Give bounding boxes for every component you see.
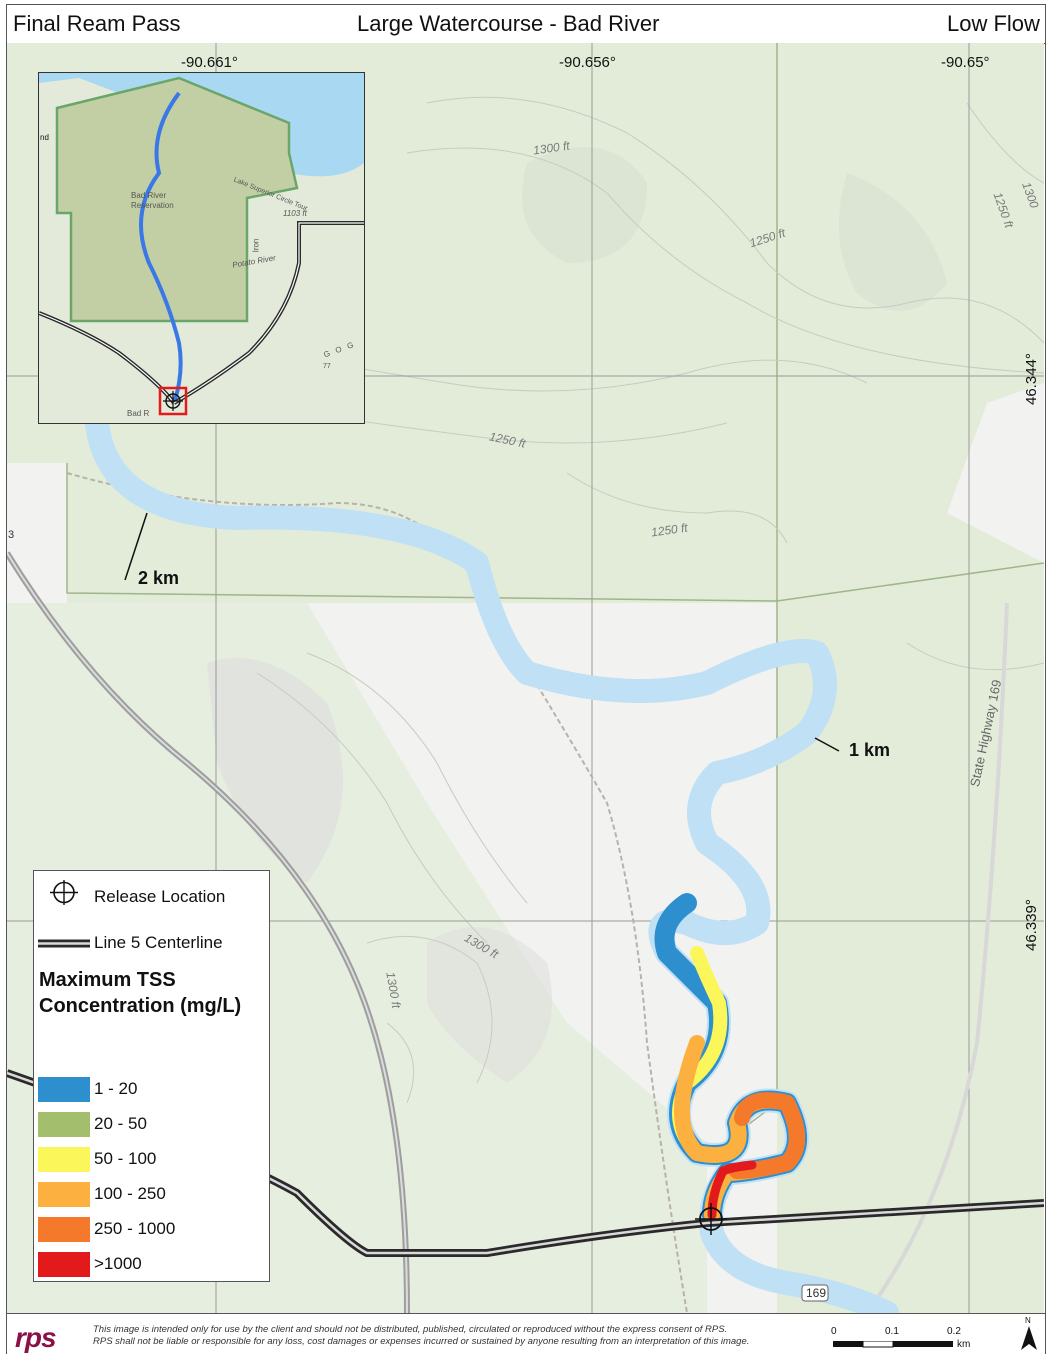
scale-tick-label: 0.2 — [947, 1326, 961, 1337]
scale-tick-label: 0 — [831, 1326, 837, 1337]
bad-river-reservation — [55, 76, 299, 323]
tss-plume-extreme — [707, 1160, 757, 1220]
inset-release-box — [158, 386, 188, 416]
reservation-boundary — [776, 562, 1044, 602]
north-label: N — [1025, 1316, 1031, 1325]
scale-bar: 0 0.1 0.2 km — [829, 1320, 989, 1350]
map-frame: Final Ream Pass Large Watercourse - Bad … — [6, 4, 1046, 1354]
hillshade — [207, 658, 343, 883]
longitude-label: -90.656° — [559, 54, 616, 71]
inset-line5 — [173, 222, 364, 404]
legend-class-label: 100 - 250 — [94, 1184, 166, 1203]
pass-title: Final Ream Pass — [13, 11, 181, 36]
distance-tick-1km — [814, 737, 840, 752]
tss-plume-very-high — [729, 1092, 805, 1179]
scale-unit-label: km — [957, 1339, 971, 1350]
legend-swatch — [38, 1182, 90, 1207]
legend-swatch — [38, 1112, 90, 1137]
hillshade — [427, 927, 552, 1083]
inset-label: 1103 ft — [283, 209, 307, 218]
rps-logo: rps — [15, 1322, 57, 1353]
scale-bar-graphic — [833, 1341, 953, 1348]
release-location-marker[interactable] — [695, 1203, 727, 1235]
line5-symbol-icon — [38, 939, 90, 948]
longitude-label: -90.65° — [941, 54, 990, 71]
latitude-label: 46.339° — [1023, 899, 1040, 951]
legend-swatch — [38, 1252, 90, 1277]
inset-line5 — [39, 312, 175, 404]
legend-swatch — [38, 1217, 90, 1242]
hillshade — [839, 173, 947, 311]
legend-class-label: 250 - 1000 — [94, 1219, 176, 1238]
latitude-label: 46.344° — [1023, 353, 1040, 405]
legend-swatch — [38, 1147, 90, 1172]
footer-bar: rps This image is intended only for use … — [7, 1313, 1045, 1354]
legend-class-label: 20 - 50 — [94, 1114, 147, 1133]
reservation-boundary — [66, 43, 778, 602]
hillshade — [522, 147, 647, 263]
legend-class-label: 1 - 20 — [94, 1079, 138, 1098]
legend-title: Maximum TSS Concentration (mg/L) — [39, 969, 242, 1017]
highway-shield-label: 169 — [806, 1286, 827, 1300]
inset-label: nd — [40, 133, 49, 142]
inset-label: Bad River Reservation — [131, 191, 174, 210]
release-location-icon — [50, 880, 78, 905]
inset-river — [139, 91, 183, 404]
highway-road — [7, 552, 408, 1313]
inset-locator-map[interactable]: nd Bad River Reservation Lake Superior C… — [38, 72, 365, 424]
legend-class-label: 50 - 100 — [94, 1149, 157, 1168]
map-canvas[interactable]: -90.661° -90.656° -90.65° 46.344° 46.339… — [7, 43, 1044, 1313]
highway-shield — [801, 1284, 829, 1302]
disclaimer: This image is intended only for use by t… — [93, 1324, 813, 1348]
inset-label: Bad R — [127, 409, 150, 418]
inset-label: Iron — [251, 238, 261, 253]
longitude-label: -90.661° — [181, 54, 238, 71]
distance-label-2km: 2 km — [138, 568, 180, 588]
legend-swatch — [38, 1077, 90, 1102]
legend-line5-label: Line 5 Centerline — [94, 933, 223, 952]
legend-release-label: Release Location — [94, 887, 226, 906]
disclaimer-line: This image is intended only for use by t… — [93, 1324, 728, 1335]
north-arrow-icon — [1021, 1326, 1037, 1350]
state-highway-road — [865, 602, 1009, 1313]
road-number-label: 3 — [8, 529, 15, 541]
inset-map-graphic — [39, 73, 364, 423]
flow-condition: Low Flow — [947, 11, 1040, 36]
distance-tick-2km — [124, 512, 148, 581]
title-bar: Final Ream Pass Large Watercourse - Bad … — [7, 5, 1045, 44]
distance-label-1km: 1 km — [849, 740, 891, 760]
map-legend: Release Location Line 5 Centerline Maxim… — [33, 870, 270, 1282]
disclaimer-line: RPS shall not be liable or responsible f… — [93, 1336, 750, 1347]
map-title: Large Watercourse - Bad River — [357, 11, 660, 36]
scale-tick-label: 0.1 — [885, 1326, 899, 1337]
inset-label: 77 — [323, 363, 331, 370]
legend-class-label: >1000 — [94, 1254, 142, 1273]
